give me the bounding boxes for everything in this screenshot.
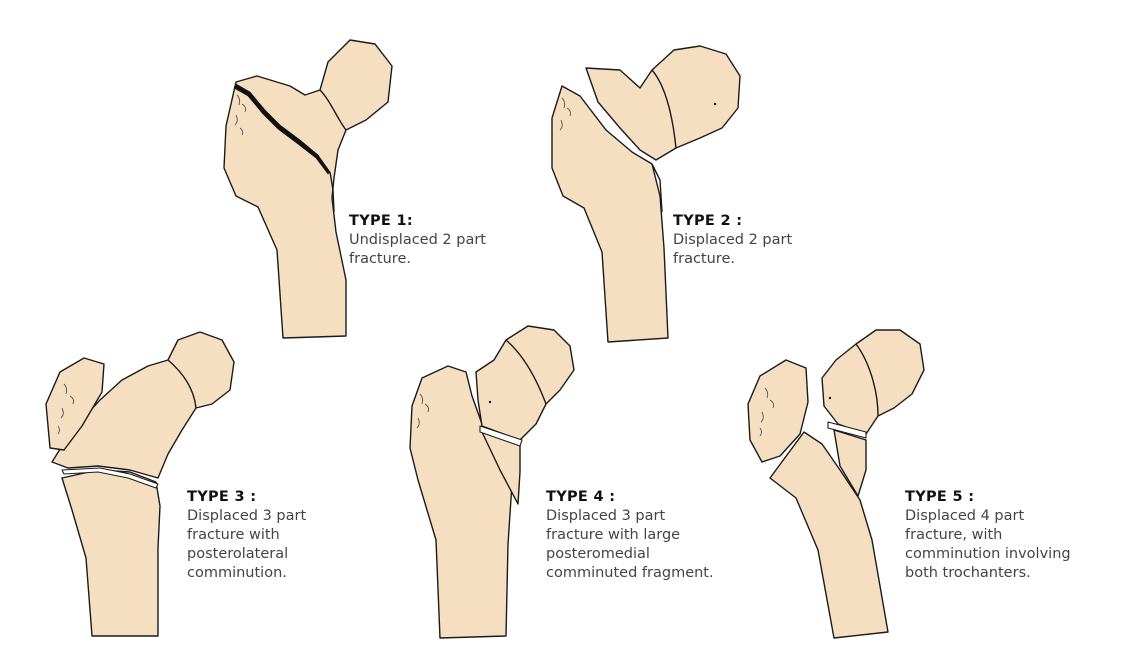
- femur-type-5: [747, 329, 925, 639]
- caption-type-5: TYPE 5 : Displaced 4 part fracture, with…: [905, 488, 1071, 583]
- femur-type-3: [45, 331, 235, 637]
- femur-type-4: [409, 325, 575, 639]
- type-5-description: Displaced 4 part fracture, with comminut…: [905, 508, 1071, 581]
- type-1-description: Undisplaced 2 part fracture.: [349, 232, 486, 267]
- caption-type-2: TYPE 2 : Displaced 2 part fracture.: [673, 212, 792, 269]
- type-3-title: TYPE 3 :: [187, 489, 257, 505]
- type-5-title: TYPE 5 :: [905, 489, 975, 505]
- type-2-description: Displaced 2 part fracture.: [673, 232, 793, 267]
- caption-type-3: TYPE 3 : Displaced 3 part fracture with …: [187, 488, 306, 583]
- type-4-title: TYPE 4 :: [546, 489, 616, 505]
- type-2-title: TYPE 2 :: [673, 213, 743, 229]
- type-4-description: Displaced 3 part fracture with large pos…: [546, 508, 714, 581]
- caption-type-1: TYPE 1: Undisplaced 2 part fracture.: [349, 212, 486, 269]
- femur-type-1: [223, 39, 393, 339]
- caption-type-4: TYPE 4 : Displaced 3 part fracture with …: [546, 488, 714, 583]
- type-3-description: Displaced 3 part fracture with posterola…: [187, 508, 307, 581]
- femur-type-2: [551, 45, 741, 343]
- type-1-title: TYPE 1:: [349, 213, 413, 229]
